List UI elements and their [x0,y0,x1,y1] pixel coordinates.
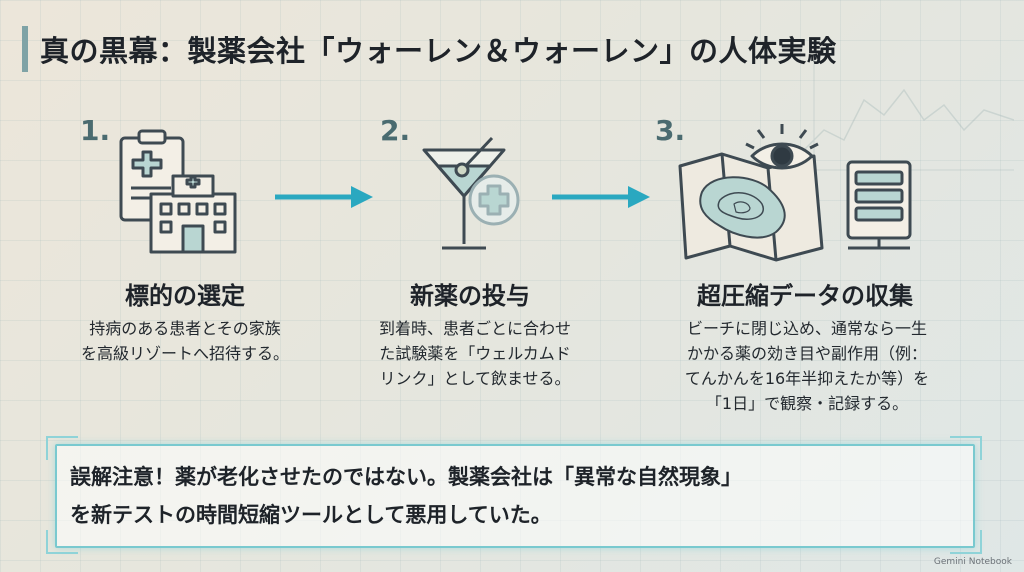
warning-note-box [55,444,975,548]
step-3-desc-line: ビーチに閉じ込め、通常なら一生 [686,319,927,338]
step-1-description: 持病のある患者とその家族 を高級リゾートへ招待する。 [45,316,325,366]
step-2-desc-line: リンク」として飲ませる。 [379,369,571,388]
step-3-desc-line: 「1日」で観察・記録する。 [705,394,909,413]
page-title: 真の黒幕：製薬会社「ウォーレン＆ウォーレン」の人体実験 [40,34,837,68]
step-3-title: 超圧縮データの収集 [697,282,913,310]
cocktail-plus-icon [422,136,520,250]
step-1-desc-line: を高級リゾートへ招待する。 [80,344,289,363]
step-1-desc-line: 持病のある患者とその家族 [89,319,281,338]
step-3-desc-line: かかる薬の効き目や副作用（例： [686,344,927,363]
hospital-clipboard-icon [119,129,237,254]
step-3-desc-line: てんかんを16年半抑えたか等）を [684,369,930,388]
step-3-description: ビーチに閉じ込め、通常なら一生 かかる薬の効き目や副作用（例： てんかんを16年… [662,316,952,416]
warning-note-text: 誤解注意！薬が老化させたのではない。製薬会社は「異常な自然現象」 を新テストの時… [70,458,742,534]
note-corner-decoration [950,530,982,554]
note-corner-decoration [950,436,982,460]
note-corner-decoration [46,436,78,460]
arrow-right-icon [552,186,650,208]
note-corner-decoration [46,530,78,554]
step-2-desc-line: 到着時、患者ごとに合わせ [378,319,571,338]
step-2-description: 到着時、患者ごとに合わせ た試験薬を「ウェルカムド リンク」として飲ませる。 [340,316,610,391]
note-line: 誤解注意！薬が老化させたのではない。製薬会社は「異常な自然現象」 [70,465,742,489]
step-2-number: 2. [380,114,411,147]
watermark-label: Gemini Notebook [933,557,1012,567]
step-2-desc-line: た試験薬を「ウェルカムド [379,344,571,363]
step-2-title: 新薬の投与 [410,282,530,310]
arrow-right-icon [275,186,373,208]
step-1-number: 1. [80,114,111,147]
map-eye-server-icon [678,124,912,262]
note-line: を新テストの時間短縮ツールとして悪用していた。 [70,503,552,527]
step-3-number: 3. [655,114,686,147]
step-1-title: 標的の選定 [125,282,245,310]
title-accent-bar [22,26,28,72]
